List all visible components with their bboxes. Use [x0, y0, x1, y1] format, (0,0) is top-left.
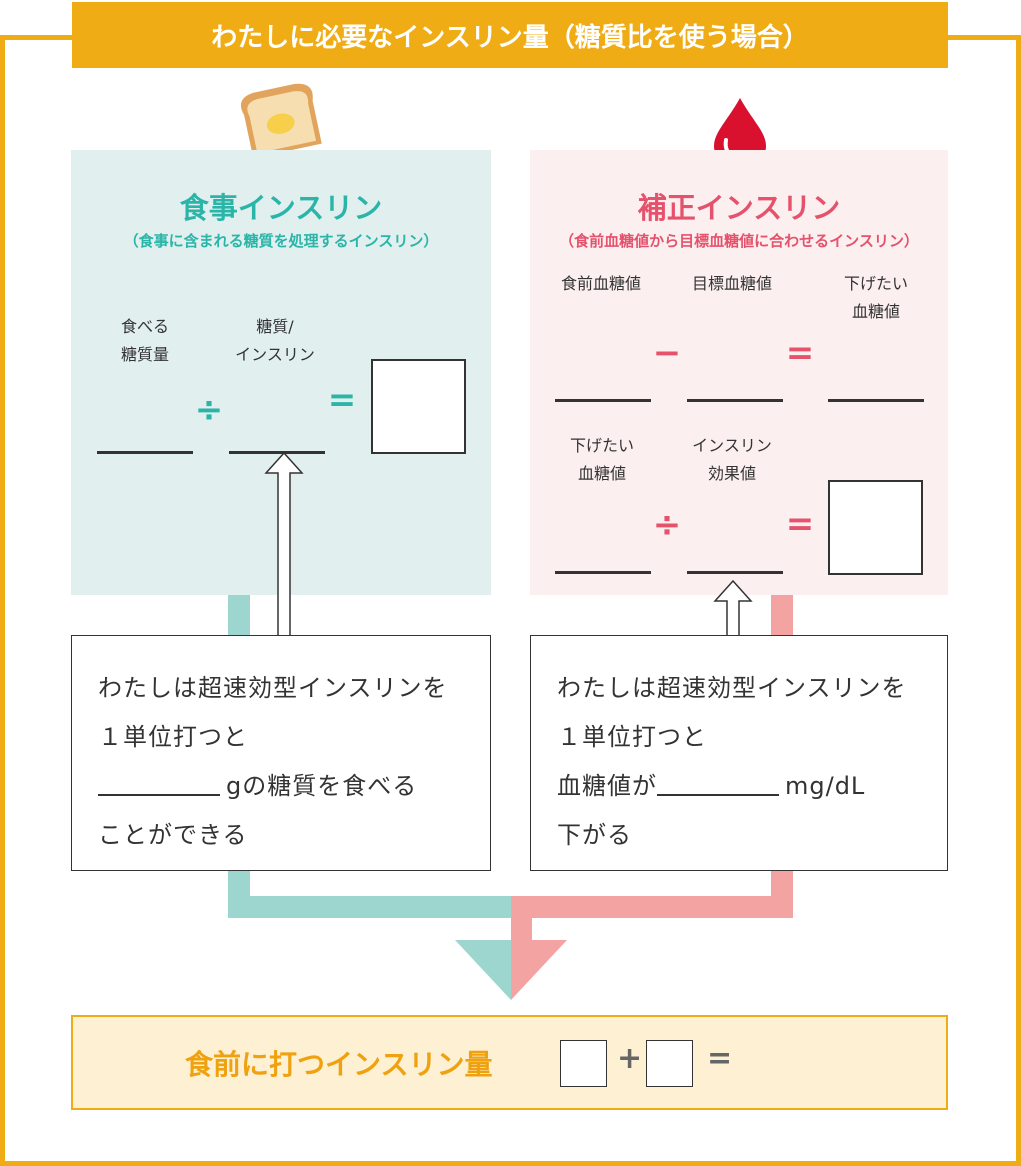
carb-ratio-blank[interactable] — [229, 451, 325, 454]
carb-ratio-label: 糖質/インスリン — [235, 317, 315, 364]
target-glucose-blank[interactable] — [687, 399, 783, 402]
divide-sign: ÷ — [652, 505, 682, 545]
meal-insulin-panel: 食事インスリン （食事に含まれる糖質を処理するインスリン） 食べる糖質量 糖質/… — [71, 150, 491, 595]
meal-insulin-result-box[interactable] — [371, 359, 466, 454]
insulin-effect-blank[interactable] — [687, 571, 783, 574]
correction-insulin-result-box[interactable] — [828, 480, 923, 575]
insulin-effect-label: インスリン効果値 — [692, 436, 772, 483]
equals-sign: = — [327, 380, 357, 420]
divide-sign: ÷ — [194, 390, 224, 430]
pre-meal-glucose-blank[interactable] — [555, 399, 651, 402]
carb-ratio-statement: わたしは超速効型インスリンを １単位打つと gの糖質を食べる ことができる — [71, 635, 491, 871]
page-title: わたしに必要なインスリン量（糖質比を使う場合） — [72, 2, 948, 68]
correction-title: 補正インスリン — [637, 191, 841, 225]
glucose-to-lower-label: 下げたい血糖値 — [843, 274, 908, 321]
equals-sign: = — [707, 1041, 733, 1076]
meal-title: 食事インスリン — [179, 191, 383, 225]
correction-insulin-panel: 補正インスリン （食前血糖値から目標血糖値に合わせるインスリン） 食前血糖値 目… — [530, 150, 948, 595]
toast-icon — [240, 83, 322, 159]
insulin-effect-statement-blank[interactable] — [657, 766, 779, 796]
teal-pipe — [228, 595, 250, 635]
glucose-to-lower-blank[interactable] — [828, 399, 924, 402]
meal-subtitle: （食事に含まれる糖質を処理するインスリン） — [123, 232, 439, 250]
total-insulin-label: 食前に打つインスリン量 — [185, 1048, 493, 1081]
glucose-to-lower-label-2: 下げたい血糖値 — [569, 436, 634, 483]
correction-insulin-input-box[interactable] — [646, 1040, 693, 1087]
glucose-to-lower-blank-2[interactable] — [555, 571, 651, 574]
carb-ratio-statement-blank[interactable] — [98, 766, 220, 796]
equals-sign-2: = — [785, 504, 815, 544]
target-glucose-label: 目標血糖値 — [691, 274, 772, 293]
pink-pipe — [771, 595, 793, 635]
carb-amount-blank[interactable] — [97, 451, 193, 454]
meal-insulin-input-box[interactable] — [560, 1040, 607, 1087]
teal-merge-arrow — [228, 871, 511, 1000]
plus-sign: + — [617, 1041, 643, 1076]
total-insulin-box: 食前に打つインスリン量 + = — [71, 1015, 948, 1110]
correction-subtitle: （食前血糖値から目標血糖値に合わせるインスリン） — [559, 232, 919, 250]
minus-sign: − — [652, 333, 682, 373]
carb-amount-label: 食べる糖質量 — [120, 317, 169, 364]
pink-merge-arrow — [511, 871, 793, 1000]
equals-sign: = — [785, 333, 815, 373]
pre-meal-glucose-label: 食前血糖値 — [560, 274, 641, 293]
